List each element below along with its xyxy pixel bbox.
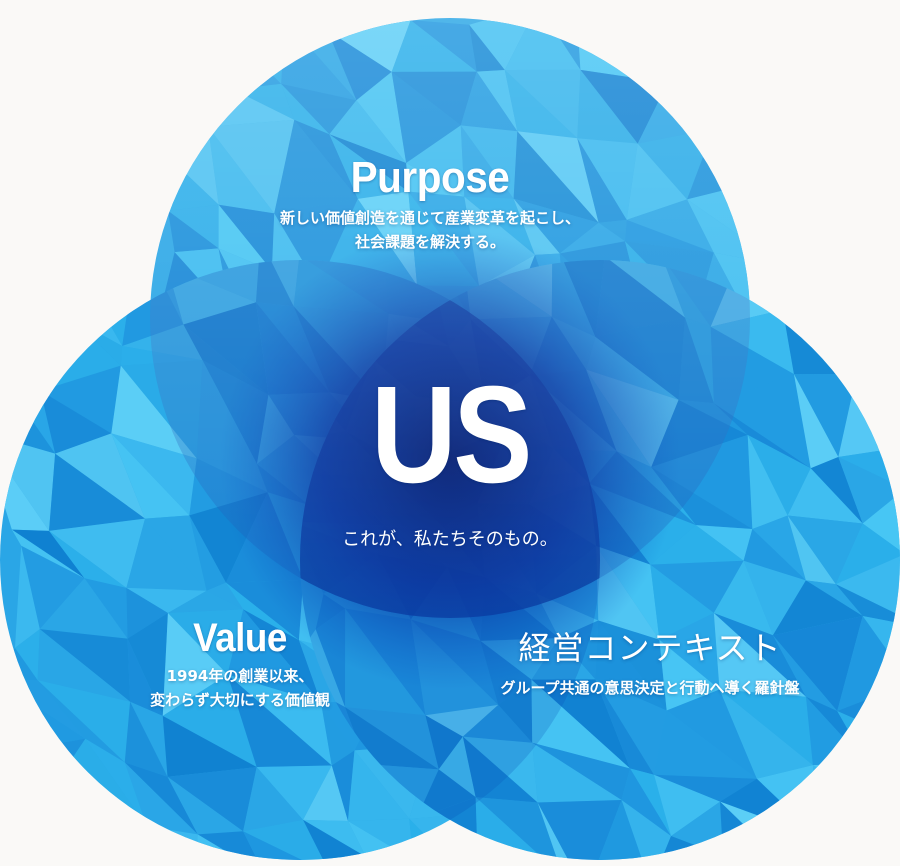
us-tagline: これが、私たちそのもの。 [342, 529, 558, 550]
context-title: 経営コンテキスト [518, 629, 782, 667]
value-title: Value [193, 616, 287, 660]
context-description: グループ共通の意思決定と行動へ導く羅針盤 [500, 679, 800, 697]
value-label: Value 1994年の創業以来、 変わらず大切にする価値観 [80, 612, 400, 712]
purpose-label: Purpose 新しい価値創造を通じて産業変革を起こし、 社会課題を解決する。 [200, 150, 660, 254]
value-description: 1994年の創業以来、 変わらず大切にする価値観 [80, 664, 400, 712]
purpose-title: Purpose [350, 153, 510, 202]
purpose-desc-line1: 新しい価値創造を通じて産業変革を起こし、 [279, 209, 580, 227]
purpose-description: 新しい価値創造を通じて産業変革を起こし、 社会課題を解決する。 [200, 206, 660, 254]
us-title: US [371, 358, 532, 512]
context-label: 経営コンテキスト グループ共通の意思決定と行動へ導く羅針盤 [440, 626, 860, 700]
purpose-desc-line2: 社会課題を解決する。 [354, 233, 505, 251]
value-desc-line1: 1994年の創業以来、 [166, 667, 314, 685]
us-label: US これが、私たちそのもの。 [300, 360, 600, 552]
value-desc-line2: 変わらず大切にする価値観 [150, 691, 330, 709]
